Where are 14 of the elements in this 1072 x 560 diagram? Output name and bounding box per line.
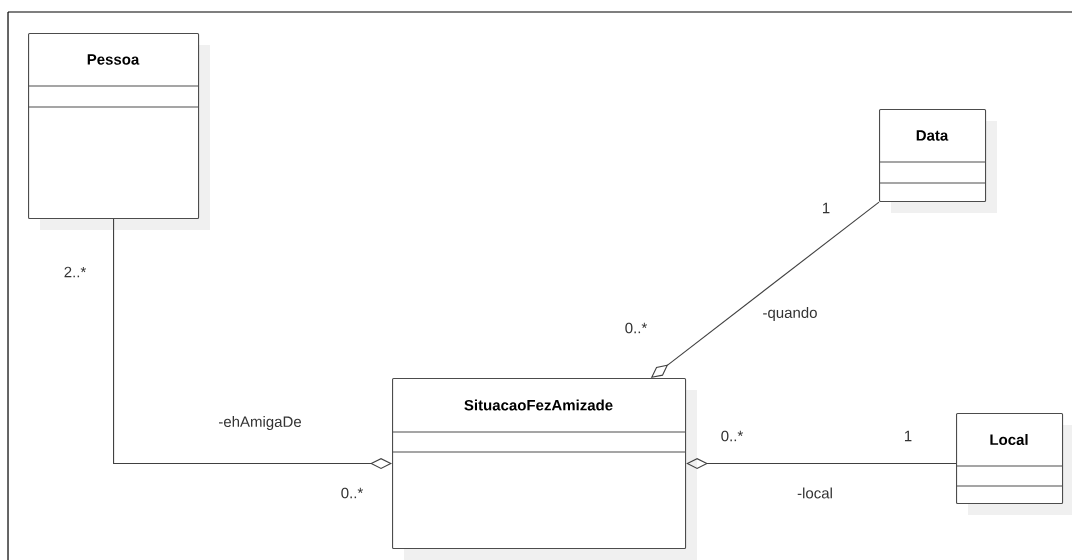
class-box: SituacaoFezAmizade [391, 378, 697, 560]
multiplicity-label: 0..* [341, 487, 364, 499]
class-box: Local [955, 413, 1072, 515]
multiplicity-label: 0..* [625, 322, 647, 334]
class-box: Pessoa [27, 33, 210, 230]
role-label: -quando [761, 306, 819, 322]
class-box: Data [878, 109, 997, 213]
multiplicity-label: 2..* [64, 266, 87, 278]
multiplicity-label: 1 [822, 202, 830, 214]
role-label: -ehAmigaDe [217, 415, 303, 431]
role-label: -local [796, 486, 834, 500]
multiplicity-label: 1 [904, 430, 912, 442]
aggregation-line [686, 458, 957, 470]
multiplicity-label: 0..* [721, 430, 743, 442]
